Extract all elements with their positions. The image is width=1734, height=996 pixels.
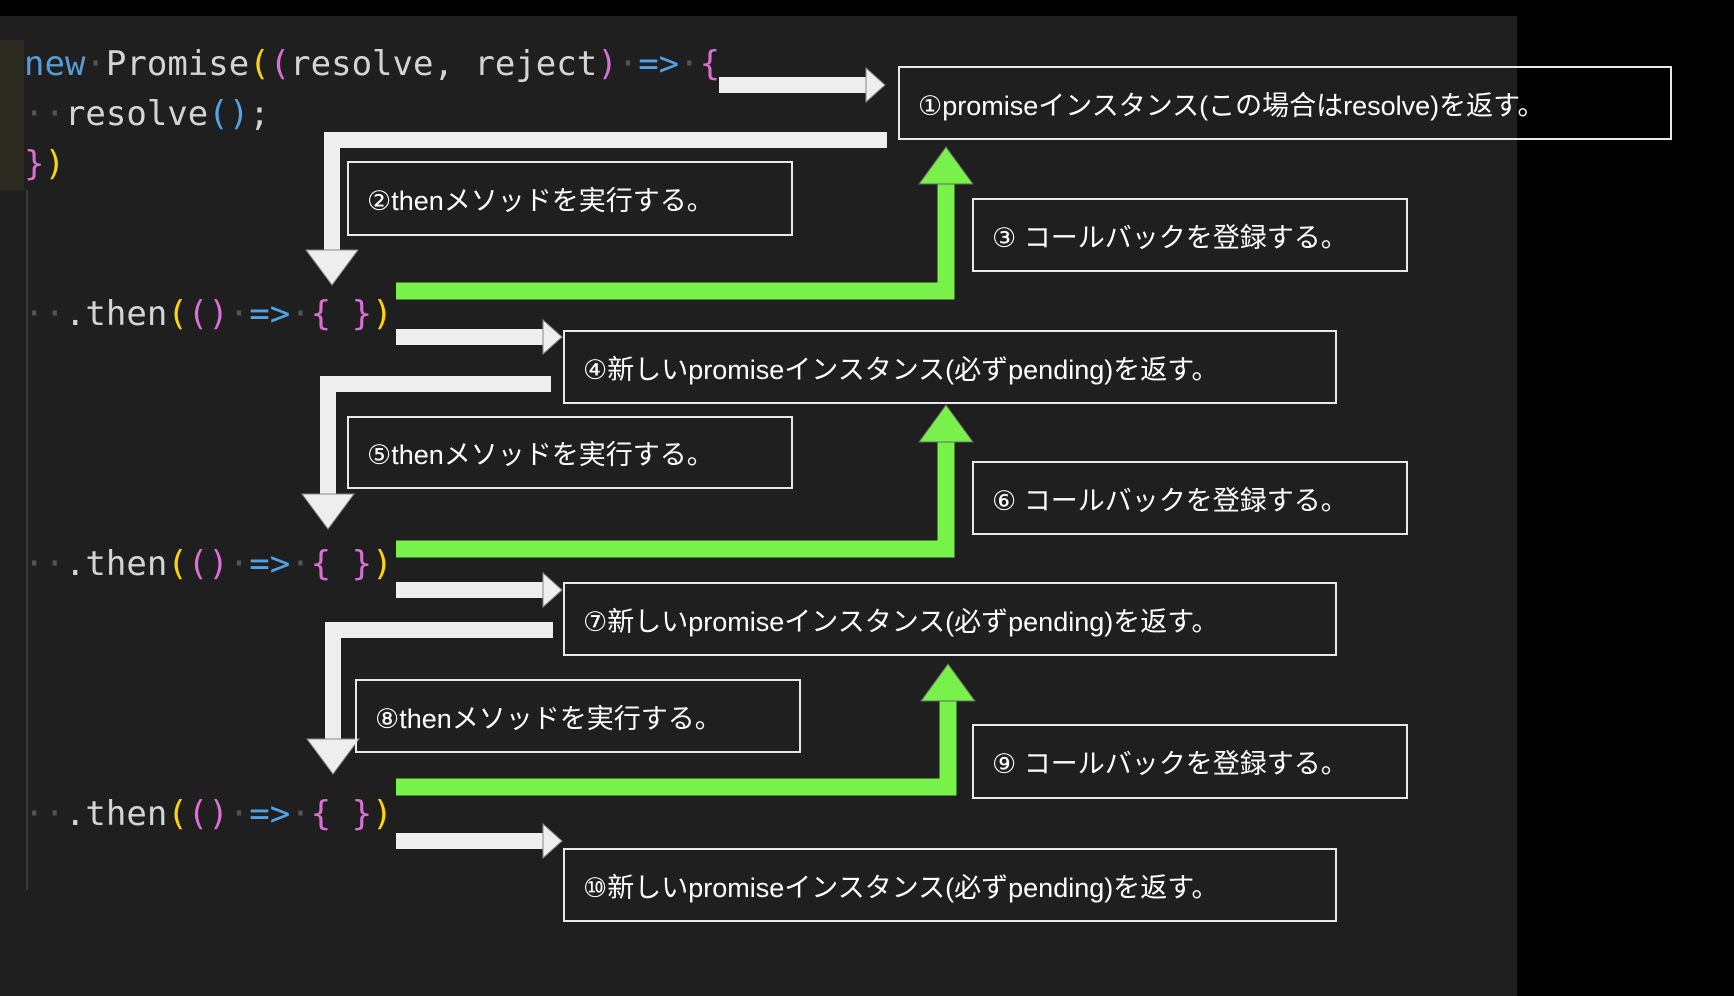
arrow-up-6 <box>396 433 955 558</box>
paren: ( <box>269 44 291 84</box>
class-promise: Promise <box>105 44 250 84</box>
brace: { <box>699 44 721 84</box>
body: { } <box>310 294 373 334</box>
step-box-5: ⑤thenメソッドを実行する。 <box>347 416 793 489</box>
paren: ) <box>597 44 618 84</box>
code-line-close: }) <box>24 144 65 184</box>
step-box-9: ⑨ コールバックを登録する。 <box>972 724 1408 799</box>
arrow-op: => <box>249 794 291 834</box>
arrow-up-9 <box>396 692 957 796</box>
brace: } <box>24 144 45 184</box>
paren: ( <box>249 44 270 84</box>
body: { } <box>310 794 373 834</box>
step-text: ③ コールバックを登録する。 <box>992 222 1348 253</box>
arrow-down-8 <box>325 622 553 747</box>
arrow-op: => <box>638 44 680 84</box>
editor-background <box>0 16 1517 996</box>
code-line-resolve: ··resolve(); <box>24 94 270 134</box>
paren: ) <box>372 544 393 584</box>
resolve-call: resolve <box>64 94 209 134</box>
paren: () <box>187 294 229 334</box>
paren: ) <box>372 794 393 834</box>
step-text: ⑥ コールバックを登録する。 <box>992 485 1348 516</box>
step-box-4: ④新しいpromiseインスタンス(必ずpending)を返す。 <box>563 330 1337 404</box>
code-line-then-3: ··.then(()·=>·{ }) <box>24 794 393 834</box>
paren: ) <box>228 94 250 134</box>
step-box-2: ②thenメソッドを実行する。 <box>347 161 793 236</box>
step-text: ④新しいpromiseインスタンス(必ずpending)を返す。 <box>583 354 1219 385</box>
arrow-op: => <box>249 294 291 334</box>
body: { } <box>310 544 373 584</box>
then-call: .then <box>64 544 168 584</box>
step-text: ⑨ コールバックを登録する。 <box>992 749 1348 779</box>
arrow-down-5 <box>320 376 551 502</box>
then-call: .then <box>64 294 168 334</box>
step-text: ⑤thenメソッドを実行する。 <box>367 440 714 470</box>
code-line-new-promise: new·Promise((resolve, reject)·=>·{ <box>24 44 721 84</box>
paren: () <box>187 794 229 834</box>
step-box-10: ⑩新しいpromiseインスタンス(必ずpending)を返す。 <box>563 848 1337 922</box>
code-line-then-1: ··.then(()·=>·{ }) <box>24 294 393 334</box>
step-text: ②thenメソッドを実行する。 <box>367 186 714 216</box>
paren: ( <box>208 94 229 134</box>
indent-gutter <box>0 40 24 190</box>
params: resolve, reject <box>290 44 598 84</box>
step-box-3: ③ コールバックを登録する。 <box>972 198 1408 272</box>
paren: ( <box>167 794 188 834</box>
step-text: ⑩新しいpromiseインスタンス(必ずpending)を返す。 <box>583 872 1219 903</box>
then-call: .then <box>64 794 168 834</box>
step-text: ①promiseインスタンス(この場合はresolve)を返す。 <box>918 90 1545 121</box>
paren: ( <box>167 544 188 584</box>
keyword-new: new <box>24 44 86 84</box>
step-box-7: ⑦新しいpromiseインスタンス(必ずpending)を返す。 <box>563 582 1337 656</box>
paren: () <box>187 544 229 584</box>
step-text: ⑦新しいpromiseインスタンス(必ずpending)を返す。 <box>583 606 1219 637</box>
paren: ( <box>167 294 188 334</box>
step-text: ⑧thenメソッドを実行する。 <box>375 703 722 734</box>
step-box-6: ⑥ コールバックを登録する。 <box>972 461 1408 535</box>
semicolon: ; <box>249 94 270 134</box>
arrow-down-2 <box>324 132 887 258</box>
step-box-1: ①promiseインスタンス(この場合はresolve)を返す。 <box>898 66 1672 140</box>
step-box-8: ⑧thenメソッドを実行する。 <box>355 679 801 753</box>
indent-guide <box>26 190 28 890</box>
paren: ) <box>44 144 65 184</box>
arrow-op: => <box>249 544 291 584</box>
paren: ) <box>372 294 393 334</box>
code-line-then-2: ··.then(()·=>·{ }) <box>24 544 393 584</box>
arrow-up-3 <box>396 175 955 300</box>
